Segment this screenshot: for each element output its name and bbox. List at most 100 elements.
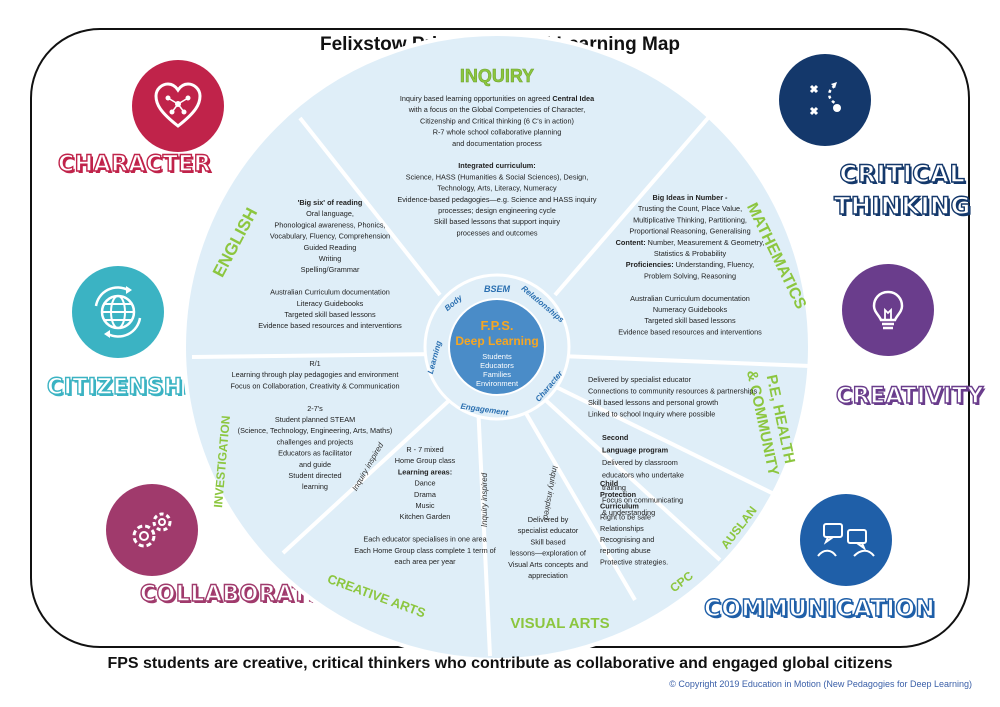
segment-line-auslan: educators who undertake [602, 471, 684, 480]
lightbulb-icon [842, 264, 934, 356]
segment-line-mathematics: Multiplicative Thinking, Partitioning, [633, 215, 747, 224]
center-title: F.P.S. [480, 318, 513, 333]
segment-line-inquiry: R-7 whole school collaborative planning [433, 128, 562, 137]
segment-texts: Inquiry based learning opportunities on … [230, 94, 764, 580]
segment-line-auslan: training [602, 483, 626, 492]
segment-line-pe: Linked to school Inquiry where possible [588, 410, 715, 419]
thinking-label: THINKING [833, 191, 971, 220]
competency-creativity [828, 264, 948, 356]
strategy-play-icon [779, 54, 871, 146]
competency-collaboration [92, 484, 212, 576]
segment-line-mathematics: Proportional Reasoning, Generalising [629, 227, 750, 236]
communication-label: COMMUNICATION [703, 595, 936, 622]
segment-line-inquiry: and documentation process [452, 139, 542, 148]
segment-line-inquiry: Evidence-based pedagogies—e.g. Science a… [397, 195, 597, 204]
segment-line-mathematics: Big Ideas in Number - [652, 193, 728, 202]
segment-line-english: Guided Reading [304, 243, 357, 252]
segment-line-investigation: learning [302, 482, 328, 491]
segment-line-auslan: Second [602, 433, 628, 442]
segment-line-english: Targeted skill based lessons [284, 310, 376, 319]
center-member: Environment [476, 379, 519, 388]
segment-line-auslan: Language program [602, 446, 669, 455]
segment-line-creative-arts: R - 7 mixed [406, 445, 443, 454]
segment-line-english: Evidence based resources and interventio… [258, 321, 402, 330]
gears-icon [106, 484, 198, 576]
segment-line-creative-arts: Home Group class [395, 456, 456, 465]
segment-line-cpc: Protective strategies. [600, 557, 668, 566]
segment-line-visual-arts: appreciation [528, 571, 568, 580]
segment-line-investigation: (Science, Technology, Engineering, Arts,… [238, 426, 393, 435]
segment-line-visual-arts: lessons—exploration of [510, 549, 587, 558]
speech-bubbles-icon [800, 494, 892, 586]
segment-line-investigation: 2-7's [307, 404, 323, 413]
heart-network-icon [132, 60, 224, 152]
segment-line-investigation: Student directed [288, 471, 341, 480]
segment-line-cpc: Recognising and [600, 535, 654, 544]
segment-line-english: Phonological awareness, Phonics, [274, 220, 385, 229]
segment-line-mathematics: Content: Number, Measurement & Geometry, [616, 238, 765, 247]
segment-line-inquiry: Inquiry based learning opportunities on … [400, 94, 595, 103]
segment-line-mathematics: Evidence based resources and interventio… [618, 327, 762, 336]
segment-line-inquiry: processes and outcomes [456, 228, 537, 237]
center-member: Families [483, 370, 511, 379]
segment-line-investigation: Educators as facilitator [278, 449, 352, 458]
segment-line-english: Vocabulary, Fluency, Comprehension [270, 232, 390, 241]
center-subtitle: Deep Learning [455, 334, 538, 348]
competency-communication [786, 494, 906, 586]
segment-line-mathematics: Statistics & Probability [654, 249, 727, 258]
bsem-label: BSEM [484, 284, 511, 294]
center-member: Educators [480, 361, 514, 370]
segment-line-creative-arts: Each Home Group class complete 1 term of [354, 546, 497, 555]
segment-line-inquiry: Citizenship and Critical thinking (6 C's… [420, 116, 574, 125]
segment-line-auslan: Delivered by classroom [602, 458, 678, 467]
segment-line-english: Writing [319, 254, 342, 263]
segment-line-mathematics: Australian Curriculum documentation [630, 294, 750, 303]
segment-line-pe: Skill based lessons and personal growth [588, 398, 718, 407]
citizenship-label: CITIZENSHIP [46, 374, 208, 400]
segment-line-investigation: R/1 [309, 359, 320, 368]
segment-line-creative-arts: each area per year [394, 557, 456, 566]
segment-line-cpc: Right to be safe [600, 513, 651, 522]
segment-line-english: Oral language, [306, 209, 354, 218]
segment-line-cpc: reporting abuse [600, 546, 651, 555]
segment-line-visual-arts: Visual Arts concepts and [508, 560, 588, 569]
segment-line-auslan: Focus on communicating [602, 496, 683, 505]
segment-line-cpc: Protection [600, 490, 636, 499]
center-member: Students [482, 352, 512, 361]
segment-line-creative-arts: Each educator specialises in one area [363, 535, 487, 544]
segment-line-pe: Delivered by specialist educator [588, 375, 692, 384]
segment-line-inquiry: Integrated curriculum: [458, 161, 535, 170]
segment-line-investigation: challenges and projects [277, 437, 354, 446]
segment-line-english: Australian Curriculum documentation [270, 288, 390, 297]
segment-line-investigation: Focus on Collaboration, Creativity & Com… [230, 381, 399, 390]
critical-label: CRITICAL [839, 159, 966, 188]
segment-line-cpc: Curriculum [600, 501, 639, 510]
segment-line-inquiry: processes; design engineering cycle [438, 206, 556, 215]
segment-line-mathematics: Targeted skill based lessons [644, 316, 736, 325]
segment-line-cpc: Child [600, 479, 618, 488]
segment-title-inquiry: INQUIRY [460, 66, 534, 86]
segment-line-english: Spelling/Grammar [301, 265, 360, 274]
segment-title-visual-arts: VISUAL ARTS [510, 615, 609, 632]
segment-line-visual-arts: Skill based [530, 537, 565, 546]
segment-line-english: Literacy Guidebooks [297, 299, 364, 308]
competency-critical-thinking [765, 54, 885, 146]
segment-line-cpc: Relationships [600, 524, 644, 533]
segment-line-creative-arts: Music [415, 501, 434, 510]
segment-line-inquiry: Science, HASS (Humanities & Social Scien… [406, 172, 589, 181]
creativity-label: CREATIVITY [835, 383, 984, 409]
segment-line-inquiry: Skill based lessons that support inquiry [434, 217, 560, 226]
segment-line-creative-arts: Kitchen Garden [400, 512, 451, 521]
segment-line-creative-arts: Learning areas: [398, 467, 452, 476]
segment-line-mathematics: Trusting the Count, Place Value, [638, 204, 742, 213]
segment-line-pe: Connections to community resources & par… [588, 387, 757, 396]
segment-line-investigation: Student planned STEAM [275, 415, 355, 424]
segment-line-creative-arts: Dance [414, 479, 435, 488]
critical-thinking-label: CRITICAL THINKING [833, 159, 971, 220]
tag-visual-arts: Inquiry inspired [480, 472, 489, 527]
segment-line-inquiry: with a focus on the Global Competencies … [408, 105, 585, 114]
segment-line-visual-arts: Delivered by [528, 515, 569, 524]
segment-line-creative-arts: Drama [414, 490, 437, 499]
segment-dividers [191, 116, 811, 657]
